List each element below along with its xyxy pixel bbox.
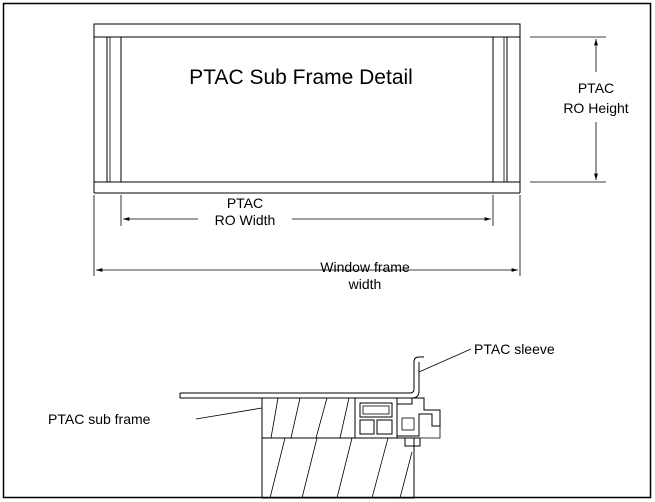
left-jamb: [106, 36, 122, 183]
sub-frame-label: PTAC sub frame: [48, 411, 151, 427]
frame-elevation: [93, 23, 521, 194]
sleeve-label: PTAC sleeve: [474, 341, 555, 357]
sub-frame-leader-line: [195, 407, 263, 420]
window-width-label-line1: Window frame: [320, 259, 410, 275]
ptac-sleeve-shape: [180, 356, 424, 394]
ro-width-dimension: PTAC RO Width: [120, 195, 494, 228]
ro-width-label-line2: RO Width: [215, 212, 276, 228]
window-frame-outline: [93, 23, 521, 183]
sleeve-leader-line: [418, 348, 472, 373]
ro-height-dimension: PTAC RO Height: [530, 36, 629, 183]
ro-height-label-line2: RO Height: [563, 100, 628, 116]
window-width-dimension: Window frame width: [93, 195, 521, 292]
sub-frame-block-lower: [261, 437, 415, 499]
drawing-title: PTAC Sub Frame Detail: [189, 66, 413, 89]
ro-width-label-line1: PTAC: [227, 195, 263, 211]
ro-height-label-line1: PTAC: [578, 80, 614, 96]
section-detail: PTAC sleeve PTAC sub frame: [48, 341, 555, 499]
window-frame-profile: [354, 397, 441, 447]
right-jamb: [492, 36, 508, 183]
window-width-label-line2: width: [348, 276, 382, 292]
